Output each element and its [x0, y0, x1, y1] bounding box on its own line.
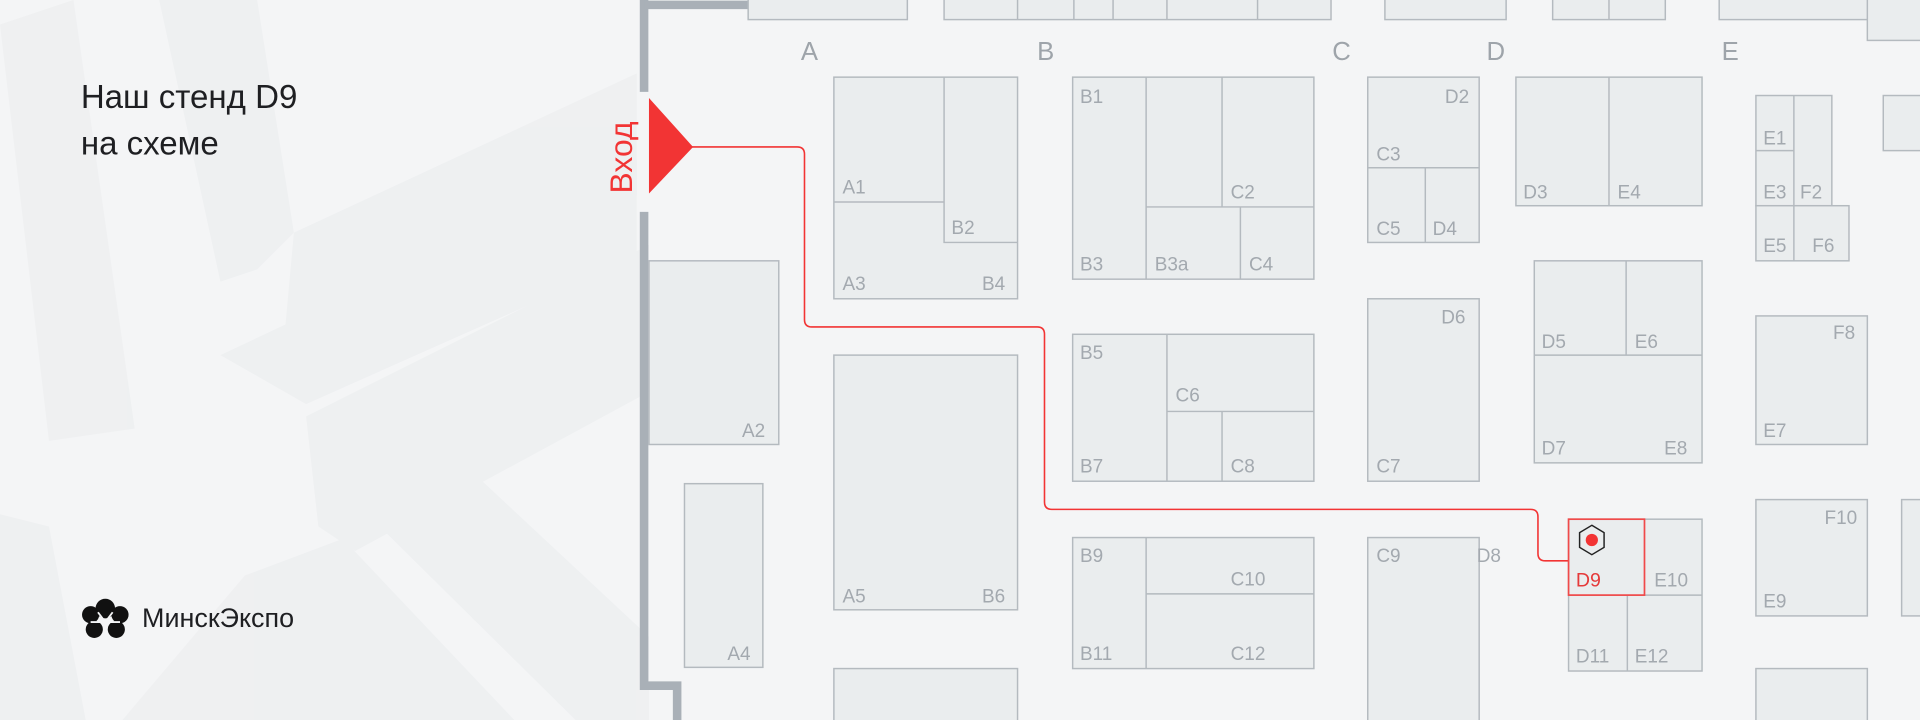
location-marker-icon [1578, 524, 1605, 556]
booth-label: C8 [1231, 457, 1255, 478]
entrance-arrow-icon [648, 97, 694, 194]
booth-label: C10 [1231, 569, 1266, 590]
booth-label: C12 [1231, 644, 1266, 665]
booth-label: A1 [842, 177, 865, 198]
booth-label: E6 [1635, 332, 1658, 353]
booth-label: D11 [1576, 646, 1609, 667]
hall-wall [639, 0, 749, 720]
booth-label: F8 [1833, 323, 1855, 344]
booth-label: F6 [1812, 236, 1834, 257]
logo-emblem-icon [82, 598, 129, 640]
booth-label: E1 [1763, 128, 1786, 149]
booth-label: C7 [1376, 457, 1400, 478]
page-title-line2: на схеме [81, 125, 219, 162]
top-booths [747, 0, 1920, 617]
booth-f8[interactable] [1755, 315, 1869, 446]
booth-label: B3 [1080, 255, 1103, 276]
booth-label: D2 [1445, 87, 1469, 108]
booth-label: E12 [1635, 646, 1669, 667]
page-title-line1: Наш стенд D9 [81, 79, 298, 116]
booth-block-a1[interactable] [833, 76, 1019, 300]
booth-f10[interactable] [1755, 498, 1869, 617]
booth-label: E5 [1763, 236, 1786, 257]
booth-label: B9 [1080, 546, 1103, 567]
booth-label: B3a [1155, 255, 1189, 276]
booth-label: A5 [842, 586, 865, 607]
booth-block-c3[interactable] [1367, 76, 1480, 244]
booth-label: E10 [1654, 571, 1688, 592]
booth-label: B7 [1080, 457, 1103, 478]
column-label: C [1332, 38, 1351, 66]
booth-label: B2 [951, 218, 974, 239]
booth-label: D7 [1542, 438, 1566, 459]
booths [648, 76, 1869, 720]
booth-block-b9[interactable] [1071, 536, 1315, 670]
booth-label: B1 [1080, 87, 1103, 108]
booth-d6[interactable] [1367, 298, 1480, 482]
booth-label: A3 [842, 274, 865, 295]
booth-c9[interactable] [1367, 536, 1480, 720]
entrance-marker: Вход [603, 97, 694, 194]
background-pattern [0, 0, 649, 720]
booth-label: A2 [742, 421, 765, 442]
booth-label: C9 [1376, 546, 1400, 567]
booth-block-b1[interactable] [1071, 76, 1315, 280]
booth-label: D4 [1433, 219, 1457, 240]
booth-block-d5[interactable] [1533, 260, 1703, 464]
booth-label: A4 [727, 644, 750, 665]
booth-label: B11 [1080, 644, 1112, 665]
column-labels: A B C D E [801, 38, 1739, 66]
booth-label: D5 [1542, 332, 1566, 353]
booth-labels: A1 B2 A3 B4 A2 A4 A5 B6 B1 C2 B3 B3a C4 … [727, 87, 1857, 668]
entrance-label: Вход [603, 121, 639, 193]
booth-label: C6 [1176, 386, 1200, 407]
booth-label: B5 [1080, 343, 1103, 364]
booth-label: D8 [1477, 546, 1501, 567]
booth-label: F10 [1824, 508, 1857, 529]
booth-label: B4 [982, 274, 1005, 295]
booth-a5[interactable] [833, 354, 1019, 611]
booth-a2[interactable] [648, 260, 780, 446]
column-label: B [1037, 38, 1054, 66]
booth-label: E7 [1763, 421, 1786, 442]
booth-a4[interactable] [683, 482, 764, 669]
booth-label: E3 [1763, 182, 1786, 203]
booth-label: D6 [1441, 307, 1465, 328]
booth-label: E4 [1618, 182, 1641, 203]
booth-label: F2 [1800, 182, 1822, 203]
column-label: D [1487, 38, 1506, 66]
booth-label: D3 [1523, 182, 1547, 203]
booth-label: C2 [1231, 182, 1255, 203]
booth-label: C4 [1249, 255, 1273, 276]
minskexpo-logo: МинскЭкспо [82, 598, 294, 640]
route-line [690, 146, 1569, 562]
booth-label: C3 [1376, 144, 1400, 165]
booth-label-highlighted: D9 [1576, 570, 1601, 592]
column-label: E [1722, 38, 1739, 66]
booth-label: B6 [982, 586, 1005, 607]
booth-block-b5[interactable] [1071, 333, 1315, 482]
column-label: A [801, 38, 819, 66]
logo-text: МинскЭкспо [142, 603, 294, 633]
booth-d9-highlight[interactable]: D9 [1567, 518, 1646, 596]
booth-label: E9 [1763, 591, 1786, 612]
booth-label: E8 [1664, 438, 1687, 459]
booth-label: C5 [1376, 219, 1400, 240]
